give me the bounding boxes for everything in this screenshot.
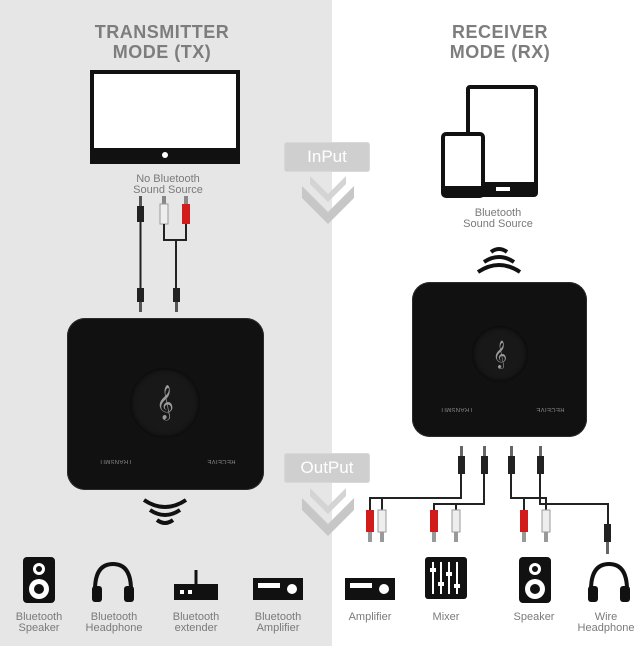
- rx-output-4-line1: Wire: [594, 611, 618, 623]
- mixer-icon: [425, 557, 467, 599]
- tx-device-receive-label: RECEIVE: [207, 458, 236, 464]
- receiver-title: RECEIVER MODE (RX): [420, 22, 580, 62]
- treble-clef-icon: 𝄞: [130, 368, 200, 438]
- tx-device-transmit-label: TRANSMIT: [99, 458, 133, 464]
- tx-output-2-line1: Bluetooth: [90, 611, 138, 623]
- input-label: InPut: [284, 142, 370, 172]
- output-label: OutPut: [284, 453, 370, 483]
- tx-output-3-line2: extender: [174, 622, 218, 634]
- tx-source-line1: No Bluetooth: [136, 173, 200, 185]
- extender-icon: [174, 570, 218, 600]
- speaker-icon: [23, 557, 55, 603]
- headphone-icon-rx: [588, 561, 630, 602]
- tx-source-line2: Sound Source: [133, 184, 203, 196]
- output-arrow-icon: [302, 488, 354, 536]
- amplifier-icon: [253, 578, 303, 600]
- wireless-signal-icon-rx: [476, 247, 522, 274]
- rx-output-label-2: Mixer: [412, 612, 480, 623]
- treble-clef-icon-rx: 𝄞: [472, 326, 528, 382]
- rx-output-1-line1: Amplifier: [348, 611, 392, 623]
- tx-output-2-line2: Headphone: [85, 622, 143, 634]
- rx-output-cables: [366, 446, 611, 554]
- rx-output-2-line1: Mixer: [432, 611, 460, 623]
- rx-output-label-1: Amplifier: [336, 612, 404, 623]
- rx-device-receive-label: RECEIVE: [536, 406, 565, 412]
- tx-input-cables: [137, 196, 190, 312]
- receiver-title-line2: MODE (RX): [449, 42, 551, 62]
- tablet-phone-icon: [441, 85, 538, 198]
- monitor-icon: [90, 70, 240, 164]
- tx-output-1-line1: Bluetooth: [15, 611, 63, 623]
- receiver-device: 𝄞 TRANSMIT RECEIVE: [412, 282, 587, 437]
- rx-source-caption: Bluetooth Sound Source: [438, 208, 558, 230]
- tx-output-4-line2: Amplifier: [256, 622, 300, 634]
- rx-output-label-3: Speaker: [500, 612, 568, 623]
- transmitter-title: TRANSMITTER MODE (TX): [72, 22, 252, 62]
- tx-output-4-line1: Bluetooth: [254, 611, 302, 623]
- rx-device-transmit-label: TRANSMIT: [440, 406, 474, 412]
- rx-source-line2: Sound Source: [463, 218, 533, 230]
- tx-source-caption: No Bluetooth Sound Source: [108, 174, 228, 196]
- transmitter-device: 𝄞 TRANSMIT RECEIVE: [67, 318, 264, 490]
- tx-output-1-line2: Speaker: [18, 622, 60, 634]
- speaker-icon-rx: [519, 557, 551, 603]
- rx-output-3-line1: Speaker: [513, 611, 555, 623]
- headphone-icon: [92, 561, 134, 602]
- wireless-signal-icon: [142, 498, 188, 525]
- input-arrow-icon: [302, 176, 354, 224]
- tx-output-3-line1: Bluetooth: [172, 611, 220, 623]
- transmitter-title-line1: TRANSMITTER: [94, 22, 230, 42]
- amplifier-icon-rx: [345, 578, 395, 600]
- rx-output-4-line2: Headphone: [577, 622, 635, 634]
- rx-source-line1: Bluetooth: [474, 207, 522, 219]
- receiver-title-line1: RECEIVER: [451, 22, 549, 42]
- transmitter-title-line2: MODE (TX): [112, 42, 212, 62]
